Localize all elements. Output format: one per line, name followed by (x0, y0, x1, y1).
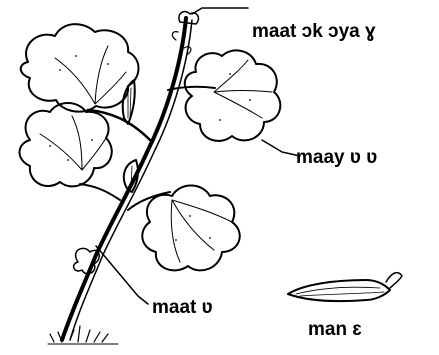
pod-on-stem-1 (123, 80, 135, 124)
label-leaf: maay ʋ ʋ (296, 148, 377, 167)
branch-left-mid (80, 184, 120, 200)
leader-top-stem (192, 8, 248, 14)
label-top-stem: maat ɔk ɔya ɣ (252, 22, 376, 41)
leaf-top-left (21, 24, 139, 112)
branch-left-top (88, 110, 150, 140)
label-stem-base: maat ʋ (152, 298, 213, 317)
branch-right-top (168, 87, 215, 90)
leader-leaf (262, 140, 300, 156)
detached-pod (288, 280, 390, 301)
ground-grass (50, 326, 108, 342)
leader-stem-base (96, 246, 148, 304)
top-bud (179, 12, 199, 24)
leaf-mid-left (20, 103, 112, 186)
label-pod: man ɛ (308, 320, 362, 339)
leaf-right (185, 50, 281, 140)
